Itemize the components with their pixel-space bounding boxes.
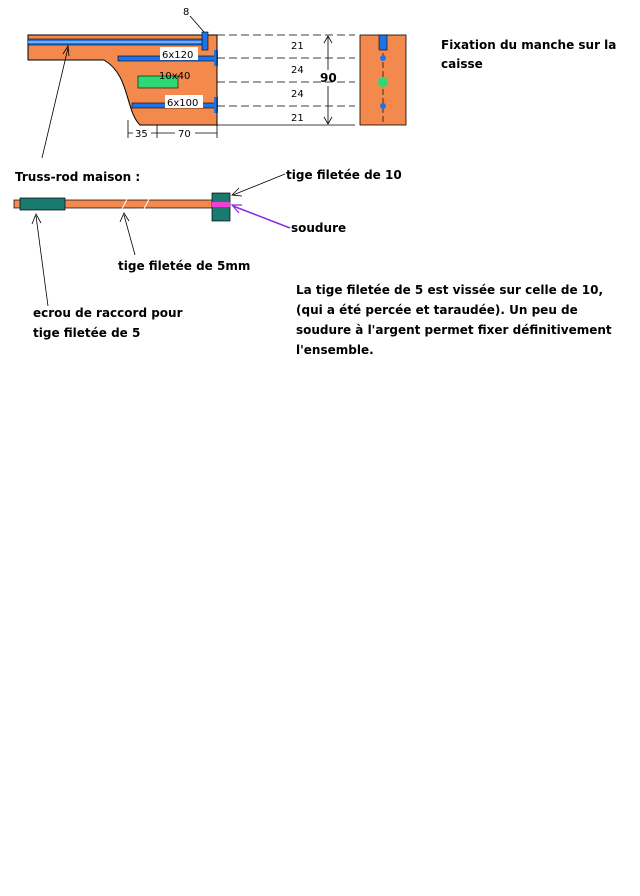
explanation-paragraph: La tige filetée de 5 est vissée sur cell… <box>296 280 612 360</box>
bolt-6x120-head <box>214 50 218 66</box>
ecrou-pointer-head <box>31 213 42 225</box>
dim-35-tag <box>133 127 151 138</box>
truss-rod-pointer-head <box>62 44 70 57</box>
coupling-nut <box>19 197 66 211</box>
bolt-6x100-head <box>214 97 218 113</box>
heel-hole-2 <box>378 77 388 87</box>
soudure-pointer <box>232 205 291 229</box>
heel-hole-3 <box>380 103 386 109</box>
heel-rod-slot <box>378 34 388 51</box>
bolt-6x120-label: 6x120 <box>162 50 193 61</box>
bolt-8 <box>201 31 209 51</box>
soudure-pointer-head <box>230 204 242 214</box>
bolt-8-leader <box>189 15 205 33</box>
dim-70-tag <box>175 127 195 138</box>
ecrou-label-line2: tige filetée de 5 <box>33 326 140 340</box>
tige-10-pointer-head <box>231 187 243 197</box>
seg-3-label: 24 <box>291 89 304 100</box>
dim-90-arrow-bottom <box>323 116 333 125</box>
heel-hole-1 <box>380 55 386 61</box>
bolt-6x100-tag <box>165 95 203 108</box>
paragraph-line-4: l'ensemble. <box>296 343 374 357</box>
paragraph-line-1: La tige filetée de 5 est vissée sur cell… <box>296 283 604 297</box>
dim-90-arrow-top <box>323 35 333 44</box>
ecrou-pointer <box>35 215 49 307</box>
truss-rod-title: Truss-rod maison : <box>15 170 140 184</box>
bolt-8-label: 8 <box>183 7 189 18</box>
ecrou-label-line1: ecrou de raccord pour <box>33 306 183 320</box>
paragraph-line-2: (qui a été percée et taraudée). Un peu d… <box>296 303 578 317</box>
fixation-title-line1: Fixation du manche sur la <box>441 38 616 52</box>
seg-4-label: 21 <box>291 113 304 124</box>
tige-10-pointer <box>232 173 286 196</box>
tige-5mm-pointer <box>123 214 136 256</box>
truss-rod-pointer <box>41 47 69 159</box>
dim-35-label: 35 <box>135 129 148 140</box>
block-10x40 <box>137 75 179 89</box>
bolt-6x120-tag <box>160 47 198 60</box>
dim-90-label: 90 <box>320 71 337 85</box>
paragraph-line-3: soudure à l'argent permet fixer définiti… <box>296 323 612 337</box>
tige-5mm-pointer-head <box>119 212 130 223</box>
soudure-label: soudure <box>291 221 346 235</box>
fixation-title-line2: caisse <box>441 57 483 71</box>
bolt-6x100-label: 6x100 <box>167 98 198 109</box>
weld-joint <box>212 202 230 207</box>
seg-1-label: 21 <box>291 41 304 52</box>
block-10x40-label: 10x40 <box>159 71 190 82</box>
tige-5mm-label: tige filetée de 5mm <box>118 259 250 273</box>
rod-break-1 <box>120 196 129 212</box>
dim-70-label: 70 <box>178 129 191 140</box>
seg-2-label: 24 <box>291 65 304 76</box>
rod-break-2 <box>142 196 151 212</box>
tige-10-label: tige filetée de 10 <box>286 168 402 182</box>
